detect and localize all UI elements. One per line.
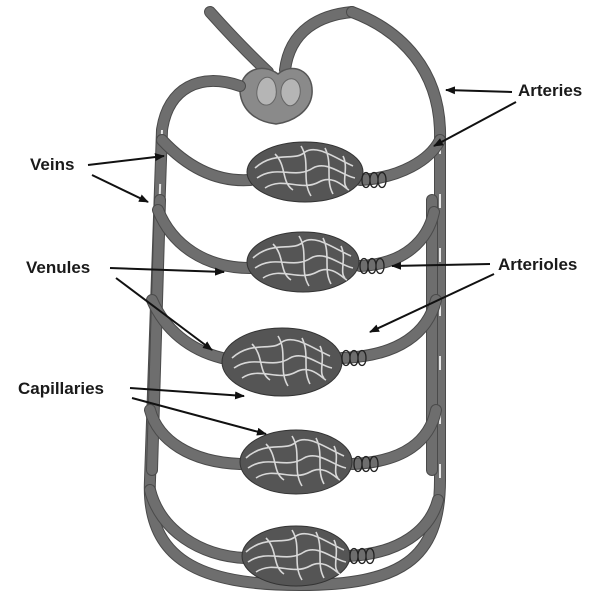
arrow-arteries-1 [446,90,512,92]
label-arteries: Arteries [518,81,582,100]
heart [240,68,312,124]
arrow-arteries-2 [434,102,516,146]
arrow-venules-1 [110,268,224,272]
arteriole-coils [342,173,386,564]
capillary-bed-5 [242,526,350,586]
capillary-bed-4 [240,430,352,494]
label-arterioles: Arterioles [498,255,577,274]
label-venules: Venules [26,258,90,277]
label-capillaries: Capillaries [18,379,104,398]
capillary-bed-2 [247,232,359,292]
capillary-bed-3 [222,328,342,396]
capillary-bed-1 [247,142,363,202]
arrow-veins-1 [88,156,164,165]
arrow-arterioles-1 [392,264,490,266]
label-veins: Veins [30,155,74,174]
great-vessels [210,12,352,72]
arrow-venules-2 [116,278,212,350]
arrow-veins-2 [92,175,148,202]
